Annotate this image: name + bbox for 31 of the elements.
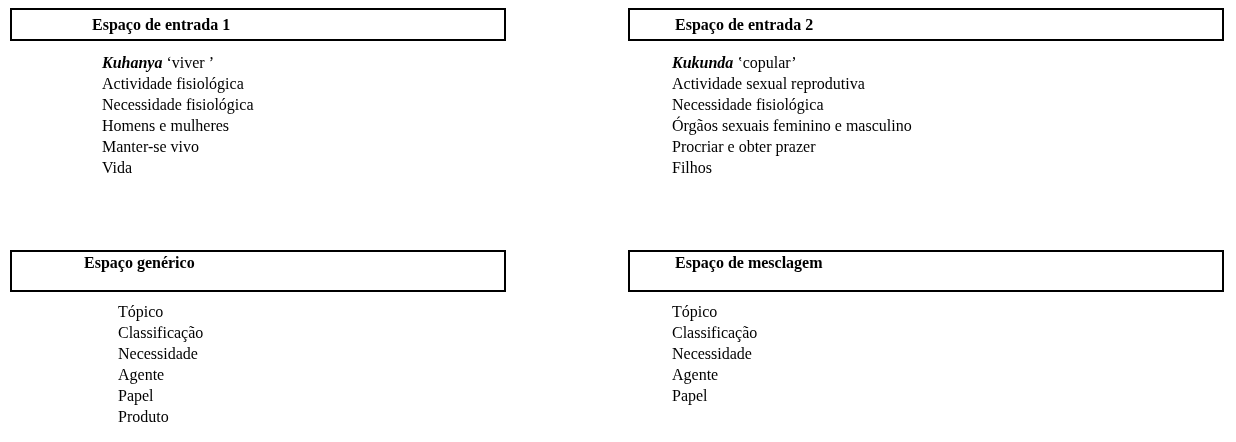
feature-text: Necessidade fisiológica (672, 95, 824, 115)
space-box (628, 8, 1224, 41)
feature-text: Manter-se vivo (102, 137, 199, 157)
feature-text: Kuhanya ‘viver ’ (102, 53, 214, 73)
feature-text: Necessidade fisiológica (102, 95, 254, 115)
feature-text: Necessidade (118, 344, 198, 364)
feature-text: Necessidade (672, 344, 752, 364)
feature-text: Actividade fisiológica (102, 74, 244, 94)
feature-text: Procriar e obter prazer (672, 137, 816, 157)
space-heading: Espaço de mesclagem (675, 254, 823, 272)
space-heading: Espaço genérico (84, 254, 195, 272)
feature-text: Classificação (672, 323, 758, 343)
feature-text: Vida (102, 158, 133, 178)
feature-text: Actividade sexual reprodutiva (672, 74, 865, 94)
space-heading: Espaço de entrada 1 (92, 16, 231, 34)
space-box (628, 250, 1224, 292)
feature-text: Papel (118, 386, 154, 406)
feature-text: Filhos (672, 158, 712, 178)
space-box (10, 8, 506, 41)
feature-text: Homens e mulheres (102, 116, 230, 136)
space-heading: Espaço de entrada 2 (675, 16, 814, 34)
feature-text: Agente (118, 365, 165, 385)
space-box (10, 250, 506, 292)
feature-text: Papel (672, 386, 708, 406)
feature-text: Classificação (118, 323, 204, 343)
feature-text: Produto (118, 407, 169, 427)
feature-text: Tópico (672, 302, 718, 322)
feature-text: Kukunda ʽcopular’ (672, 53, 797, 73)
feature-text: Tópico (118, 302, 164, 322)
feature-text: Agente (672, 365, 719, 385)
feature-text: Órgãos sexuais feminino e masculino (672, 116, 912, 136)
